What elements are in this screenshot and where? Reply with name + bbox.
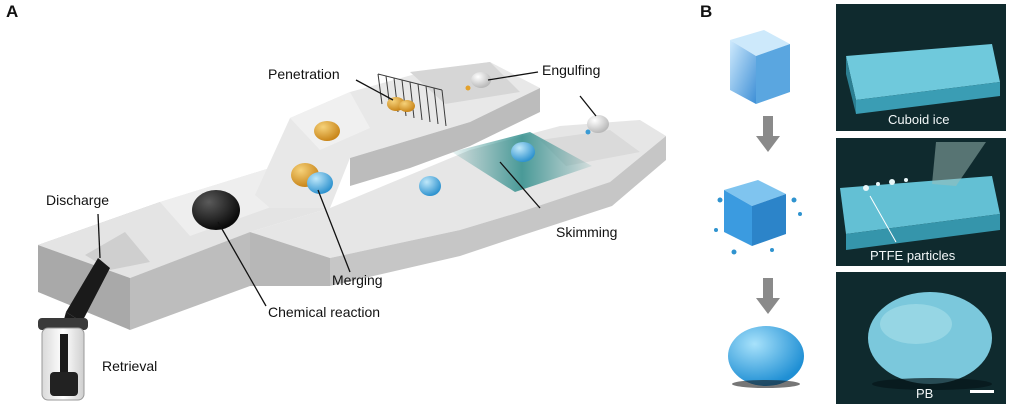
label-skimming: Skimming — [556, 224, 618, 240]
label-retrieval: Retrieval — [102, 358, 158, 374]
track-upper-branch — [255, 62, 540, 208]
track-lower-branch — [250, 120, 666, 286]
caption-cuboid-ice: Cuboid ice — [888, 112, 950, 127]
caption-pb: PB — [916, 386, 934, 401]
label-penetration: Penetration — [268, 66, 340, 82]
caption-ptfe-particles: PTFE particles — [870, 248, 956, 263]
black-droplet — [192, 190, 240, 230]
skimming-droplet — [511, 142, 535, 162]
blue-droplet-lower — [419, 176, 441, 196]
label-chemical-reaction: Chemical reaction — [268, 304, 381, 320]
penetration-droplet-2 — [399, 100, 415, 112]
engulfing-droplet-lower — [587, 115, 609, 133]
scale-bar — [970, 390, 994, 393]
photo-pb — [836, 272, 1006, 404]
panel-b-process-column — [714, 30, 804, 388]
small-blue-particle — [585, 129, 591, 135]
photo-ptfe-particles — [836, 138, 1006, 266]
engulfing-droplet-upper — [471, 72, 491, 88]
merging-blue-droplet — [307, 172, 333, 194]
particle-cube-icon — [714, 180, 802, 255]
ice-cube-icon — [730, 30, 790, 104]
arrow-down-icon-1 — [756, 116, 780, 152]
label-engulfing: Engulfing — [542, 62, 601, 78]
photo-cuboid-ice — [836, 4, 1006, 131]
label-discharge: Discharge — [46, 192, 110, 208]
panel-a-illustration — [38, 62, 666, 401]
arrow-down-icon-2 — [756, 278, 780, 314]
panel-a-letter: A — [6, 2, 19, 21]
small-orange-particle — [465, 85, 471, 91]
panel-b-letter: B — [700, 2, 713, 21]
particle-bead-icon — [728, 326, 804, 388]
droplets — [192, 72, 609, 230]
retrieval-vial — [38, 258, 110, 401]
orange-droplet-upper — [314, 121, 340, 141]
label-merging: Merging — [332, 272, 383, 288]
leader-lines — [97, 71, 597, 307]
